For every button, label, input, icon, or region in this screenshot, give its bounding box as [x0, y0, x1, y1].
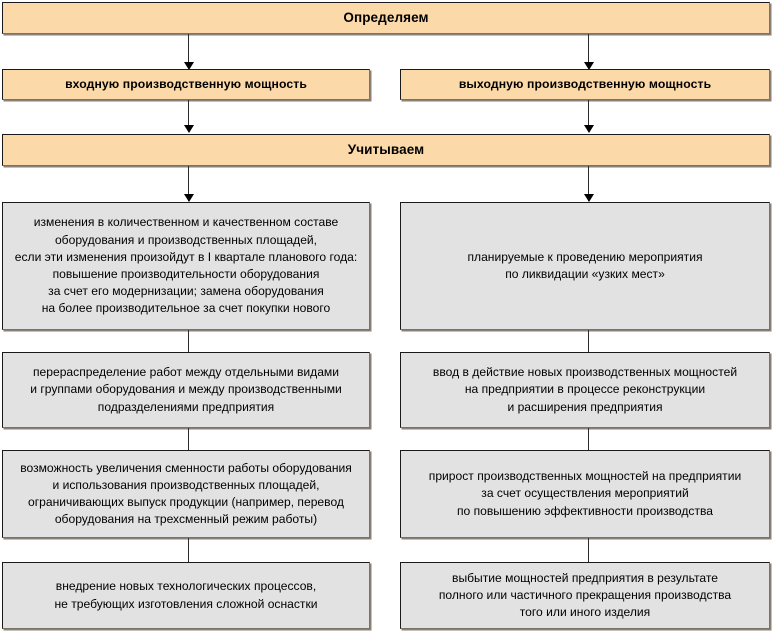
second-banner-label: Учитываем [347, 142, 425, 158]
left-item-3-label: внедрение новых технологических процессо… [54, 579, 318, 611]
left-item-3: внедрение новых технологических процессо… [2, 562, 370, 629]
column-header-output-capacity: выходную производственную мощность [400, 69, 770, 100]
left-item-2: возможность увеличения сменности работы … [2, 450, 370, 538]
column-header-output-capacity-label: выходную производственную мощность [458, 76, 712, 91]
connector-left-item-2-to-3 [188, 538, 189, 562]
right-item-1: ввод в действие новых производственных м… [400, 352, 770, 428]
arrowhead-left-header-to-second-banner [184, 125, 194, 133]
arrowhead-top-to-right-header [584, 62, 594, 70]
right-item-0: планируемые к проведению мероприятия по … [400, 202, 770, 330]
title-banner: Определяем [2, 2, 770, 34]
arrowhead-second-banner-to-left-item-0 [184, 194, 194, 202]
connector-second-banner-to-right-item-0 [588, 166, 589, 201]
right-item-3-label: выбытие мощностей предприятия в результа… [438, 570, 732, 620]
arrowhead-top-to-left-header [184, 62, 194, 70]
right-item-0-label: планируемые к проведению мероприятия по … [467, 249, 703, 281]
left-item-2-label: возможность увеличения сменности работы … [20, 460, 352, 527]
connector-left-item-0-to-1 [188, 330, 189, 352]
left-item-0: изменения в количественном и качественно… [2, 202, 370, 330]
connector-right-item-1-to-2 [588, 428, 589, 450]
arrowhead-right-header-to-second-banner [584, 125, 594, 133]
left-item-1-label: перераспределение работ между отдельными… [30, 365, 342, 414]
connector-right-item-0-to-1 [588, 330, 589, 352]
connector-top-to-left-header [188, 34, 189, 68]
right-item-1-label: ввод в действие новых производственных м… [432, 365, 738, 414]
connector-left-item-1-to-2 [188, 428, 189, 450]
right-item-3: выбытие мощностей предприятия в результа… [400, 562, 770, 629]
title-banner-label: Определяем [343, 10, 429, 26]
column-header-input-capacity-label: входную производственную мощность [65, 76, 307, 91]
arrowhead-second-banner-to-right-item-0 [584, 194, 594, 202]
right-item-2: прирост производственных мощностей на пр… [400, 450, 770, 538]
connector-right-header-to-second-banner [588, 100, 589, 131]
left-item-0-label: изменения в количественном и качественно… [14, 215, 358, 316]
connector-top-to-right-header [588, 34, 589, 68]
column-header-input-capacity: входную производственную мощность [2, 69, 370, 100]
connector-right-item-2-to-3 [588, 538, 589, 562]
left-item-1: перераспределение работ между отдельными… [2, 352, 370, 428]
right-item-2-label: прирост производственных мощностей на пр… [428, 469, 742, 518]
connector-left-header-to-second-banner [188, 100, 189, 131]
connector-second-banner-to-left-item-0 [188, 166, 189, 201]
second-banner: Учитываем [2, 134, 770, 166]
